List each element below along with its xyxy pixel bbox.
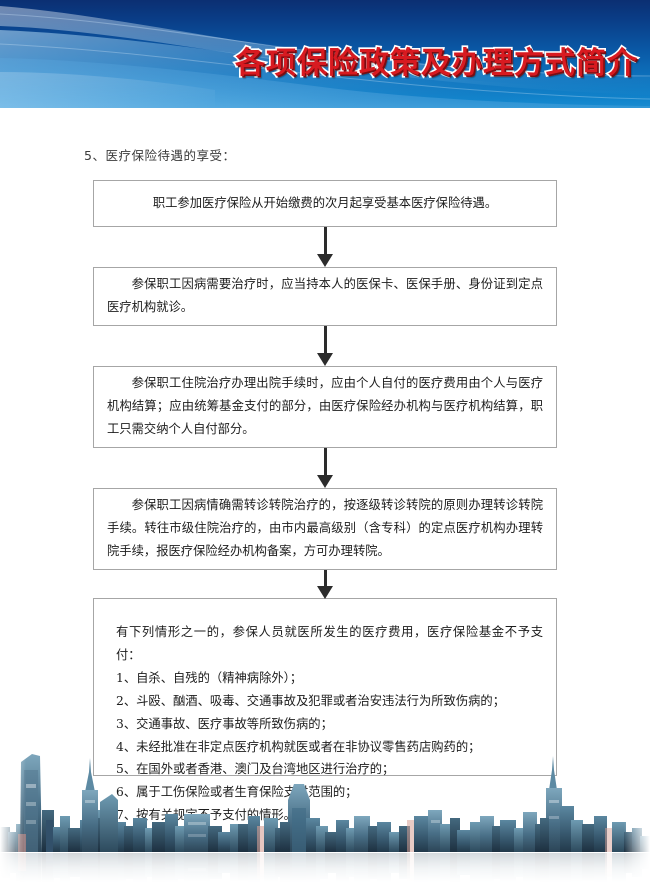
flow-node-discharge-settlement-text: 参保职工住院治疗办理出院手续时，应由个人自付的医疗费用由个人与医疗机构结算；应由… xyxy=(107,376,543,436)
banner-swoosh-graphic xyxy=(0,6,650,108)
list-item: 1、自杀、自残的（精神病除外）； xyxy=(116,671,303,686)
flow-connector-2 xyxy=(93,326,557,366)
connector-stem xyxy=(323,570,327,588)
exclusions-lead-text: 有下列情形之一的，参保人员就医所发生的医疗费用，医疗保险基金不予支付： xyxy=(116,625,543,662)
list-item: 3、交通事故、医疗事故等所致伤病的； xyxy=(116,716,333,731)
banner-title: 各项保险政策及办理方式简介 xyxy=(233,44,638,82)
section-heading: 5、医疗保险待遇的享受： xyxy=(84,148,236,163)
flowchart: 职工参加医疗保险从开始缴费的次月起享受基本医疗保险待遇。 参保职工因病需要治疗时… xyxy=(93,180,557,822)
flow-node-discharge-settlement: 参保职工住院治疗办理出院手续时，应由个人自付的医疗费用由个人与医疗机构结算；应由… xyxy=(93,366,557,448)
flow-node-eligibility-text: 职工参加医疗保险从开始缴费的次月起享受基本医疗保险待遇。 xyxy=(152,196,498,211)
flow-node-referral-transfer-text: 参保职工因病情确需转诊转院治疗的，按逐级转诊转院的原则办理转诊转院手续。转往市级… xyxy=(107,498,543,558)
flow-connector-1 xyxy=(93,227,557,267)
arrow-down-icon xyxy=(317,353,333,366)
header-banner: 各项保险政策及办理方式简介 xyxy=(0,0,650,108)
flow-node-visit-documents-text: 参保职工因病需要治疗时，应当持本人的医保卡、医保手册、身份证到定点医疗机构就诊。 xyxy=(107,277,543,314)
connector-stem xyxy=(323,227,327,256)
footer-skyline-graphic xyxy=(0,732,650,882)
flow-connector-4 xyxy=(93,570,557,599)
flow-node-visit-documents: 参保职工因病需要治疗时，应当持本人的医保卡、医保手册、身份证到定点医疗机构就诊。 xyxy=(93,267,557,326)
list-item: 2、斗殴、酗酒、吸毒、交通事故及犯罪或者治安违法行为所致伤病的； xyxy=(116,694,506,709)
banner-title-wrap: 各项保险政策及办理方式简介 xyxy=(0,0,650,108)
page-content: 5、医疗保险待遇的享受： 职工参加医疗保险从开始缴费的次月起享受基本医疗保险待遇… xyxy=(0,108,650,822)
connector-stem xyxy=(323,448,327,477)
arrow-down-icon xyxy=(317,254,333,267)
flow-node-eligibility: 职工参加医疗保险从开始缴费的次月起享受基本医疗保险待遇。 xyxy=(93,180,557,227)
flow-node-referral-transfer: 参保职工因病情确需转诊转院治疗的，按逐级转诊转院的原则办理转诊转院手续。转往市级… xyxy=(93,488,557,570)
arrow-down-icon xyxy=(317,475,333,488)
city-skyline-icon xyxy=(0,732,650,882)
arrow-down-icon xyxy=(317,586,333,599)
connector-stem xyxy=(323,326,327,355)
flow-connector-3 xyxy=(93,448,557,488)
